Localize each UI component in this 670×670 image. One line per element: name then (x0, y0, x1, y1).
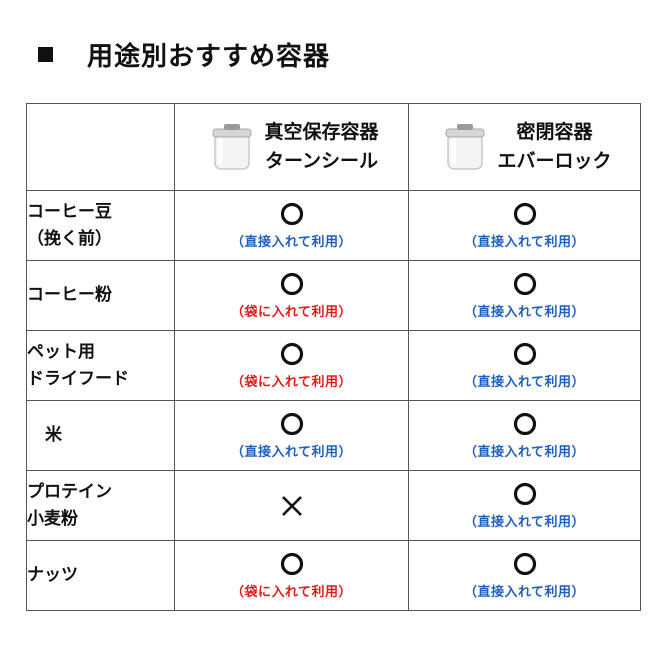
circle-mark-icon (513, 412, 537, 436)
usage-note: （直接入れて利用） (463, 584, 586, 600)
table-row: ナッツ （袋に入れて利用） （直接入れて利用） (26, 540, 641, 611)
row-label-line1: プロテイン (27, 481, 112, 502)
column-header-everlock: 密閉容器 エバーロック (408, 103, 641, 191)
usage-note: （直接入れて利用） (463, 304, 586, 320)
usage-note: （直接入れて利用） (463, 374, 586, 390)
row-label-line2: ドライフード (27, 368, 129, 389)
circle-mark-icon (280, 552, 304, 576)
circle-mark-icon (513, 272, 537, 296)
circle-mark-icon (280, 272, 304, 296)
row-label-line1: コーヒー豆 (27, 201, 112, 222)
column-title-line2: ターンシール (264, 150, 379, 172)
table-cell: （直接入れて利用） (408, 470, 641, 541)
usage-note: （袋に入れて利用） (230, 374, 353, 390)
row-label: 米 (26, 400, 175, 471)
table-cell: （袋に入れて利用） (174, 540, 409, 611)
circle-mark-icon (280, 342, 304, 366)
row-label-line2: 小麦粉 (27, 508, 78, 529)
table-row: プロテイン 小麦粉 （直接入れて利用） (26, 470, 641, 541)
circle-mark-icon (513, 552, 537, 576)
usage-note: （直接入れて利用） (463, 444, 586, 460)
row-label-line1: ナッツ (27, 565, 78, 585)
page-heading: 用途別おすすめ容器 (38, 34, 330, 74)
row-label-line1: コーヒー粉 (27, 285, 112, 305)
usage-note: （袋に入れて利用） (230, 584, 353, 600)
column-header-turnseal: 真空保存容器 ターンシール (174, 103, 409, 191)
table-row: コーヒー粉 （袋に入れて利用） （直接入れて利用） (26, 260, 641, 331)
table-cell: （直接入れて利用） (408, 400, 641, 471)
usage-note: （直接入れて利用） (230, 234, 353, 250)
corner-cell (26, 103, 175, 191)
usage-note: （袋に入れて利用） (230, 304, 353, 320)
table-cell: （直接入れて利用） (408, 540, 641, 611)
table-cell: （袋に入れて利用） (174, 260, 409, 331)
circle-mark-icon (513, 482, 537, 506)
page-title: 用途別おすすめ容器 (87, 41, 331, 72)
table-cell: （直接入れて利用） (174, 400, 409, 471)
table-cell: （直接入れて利用） (408, 330, 641, 401)
canister-jar-icon (445, 124, 485, 170)
circle-mark-icon (280, 412, 304, 436)
row-label: ペット用 ドライフード (26, 330, 175, 401)
table-cell: （直接入れて利用） (408, 190, 641, 261)
usage-note: （直接入れて利用） (230, 444, 353, 460)
row-label: ナッツ (26, 540, 175, 611)
row-label: コーヒー粉 (26, 260, 175, 331)
row-label-line2: （挽く前） (27, 228, 112, 249)
row-label: コーヒー豆 （挽く前） (26, 190, 175, 261)
column-title-line1: 密閉容器 (516, 121, 593, 143)
comparison-table: 真空保存容器 ターンシール 密閉容器 エバーロック (26, 103, 641, 611)
circle-mark-icon (513, 202, 537, 226)
table-row: コーヒー豆 （挽く前） （直接入れて利用） （直接入れて利用） (26, 190, 641, 261)
usage-note: （直接入れて利用） (463, 514, 586, 530)
table-row: ペット用 ドライフード （袋に入れて利用） （直接入れて利用） (26, 330, 641, 401)
table-cell: （直接入れて利用） (408, 260, 641, 331)
table-row: 米 （直接入れて利用） （直接入れて利用） (26, 400, 641, 471)
row-label: プロテイン 小麦粉 (26, 470, 175, 541)
black-square-icon (38, 46, 53, 62)
row-label-line1: ペット用 (27, 341, 95, 362)
column-title-line2: エバーロック (497, 150, 612, 172)
table-cell: （直接入れて利用） (174, 190, 409, 261)
table-cell (174, 470, 409, 541)
usage-note: （直接入れて利用） (463, 234, 586, 250)
table-header-row: 真空保存容器 ターンシール 密閉容器 エバーロック (26, 103, 641, 191)
cross-mark-icon (280, 494, 304, 518)
canister-jar-icon (212, 124, 252, 170)
row-label-line1: 米 (45, 425, 62, 445)
column-title-line1: 真空保存容器 (264, 121, 379, 143)
circle-mark-icon (280, 202, 304, 226)
circle-mark-icon (513, 342, 537, 366)
table-cell: （袋に入れて利用） (174, 330, 409, 401)
